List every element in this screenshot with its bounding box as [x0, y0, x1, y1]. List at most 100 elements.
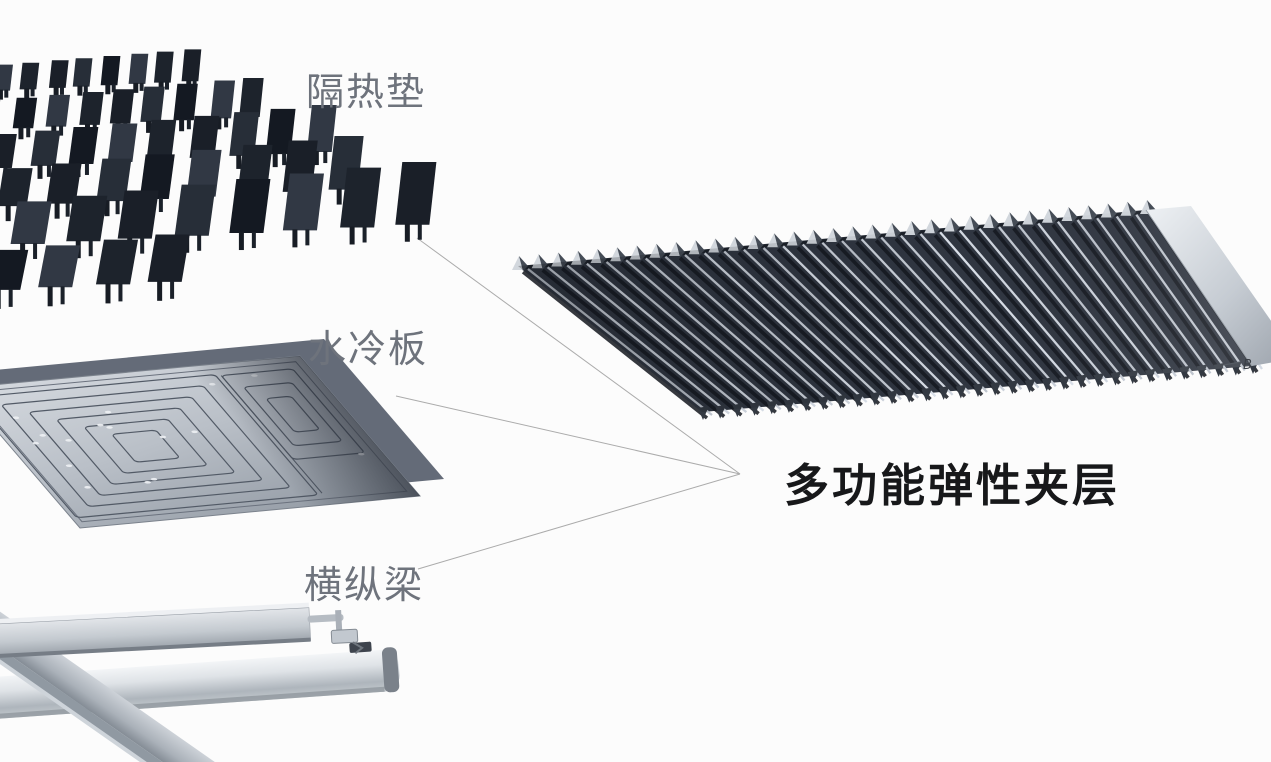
rivet-dot	[65, 439, 72, 442]
insulation-fin	[54, 202, 60, 219]
insulation-fin	[336, 188, 342, 205]
insulation-fin	[0, 89, 3, 100]
beam-bracket	[330, 628, 359, 644]
insulation-fin	[323, 151, 328, 164]
insulation-fin	[157, 280, 163, 301]
insulation-plate	[100, 55, 121, 86]
insulation-plate	[38, 245, 81, 288]
slab-side-edge	[1145, 209, 1253, 367]
insulation-plate	[140, 86, 165, 122]
insulation-fin	[59, 125, 64, 136]
insulation-fin	[179, 119, 185, 132]
insulation-fin	[158, 81, 164, 92]
rivet-dot	[97, 423, 104, 427]
insulation-fin	[8, 288, 13, 307]
beams-illustration	[0, 576, 400, 762]
label-beams: 横纵梁	[304, 563, 425, 607]
insulation-fin	[18, 127, 24, 140]
rivet-dot	[104, 410, 112, 414]
channel-loop	[84, 419, 207, 473]
insulation-fin	[236, 154, 242, 169]
elastic-interlayer-illustration	[512, 200, 1271, 420]
rivet-dot	[39, 434, 46, 437]
insulation-fin	[60, 286, 65, 305]
insulation-fin	[83, 85, 88, 94]
insulation-fin	[118, 283, 123, 302]
insulation-plate	[239, 77, 264, 117]
insulation-fin	[292, 229, 298, 248]
insulation-fin	[305, 229, 310, 246]
insulation-plate	[12, 97, 38, 129]
insulation-plate	[107, 123, 138, 163]
slab-side-face	[1146, 206, 1271, 366]
insulation-fin	[77, 85, 83, 96]
insulation-fin	[216, 117, 222, 130]
insulation-fin	[4, 89, 9, 98]
insulation-plate	[19, 62, 40, 90]
insulation-plate	[0, 249, 29, 290]
insulation-fin	[165, 81, 170, 90]
insulation-fin	[349, 226, 355, 245]
beam-top	[0, 602, 364, 659]
insulation-fin	[362, 226, 367, 243]
insulation-pad-illustration	[0, 49, 437, 309]
insulation-fin	[140, 237, 145, 254]
insulation-plate	[0, 134, 17, 169]
insulation-fin	[24, 88, 30, 99]
insulation-fin	[104, 200, 110, 217]
slab-annotation-tick	[1223, 361, 1241, 366]
beam-hook	[352, 641, 364, 655]
rivet-dot	[106, 426, 113, 429]
cooling-plate-dark-edge	[184, 355, 421, 507]
insulation-plate	[139, 154, 175, 200]
slab-shading	[518, 210, 1252, 412]
insulation-fin	[251, 232, 256, 249]
rivet-dot	[12, 416, 20, 420]
beam-top-bottomline	[0, 637, 311, 659]
channel-loop	[29, 397, 263, 496]
insulation-fin	[133, 82, 139, 93]
insulation-plate	[265, 108, 296, 155]
rivet-dot	[65, 464, 73, 468]
rivet-dot	[32, 441, 40, 445]
cooling-plate-illustration	[0, 339, 444, 528]
beam-diagonal-edge	[0, 608, 214, 762]
insulation-fin	[30, 88, 35, 97]
insulation-plate	[96, 158, 132, 202]
slab-annotation: B	[1243, 358, 1252, 373]
insulation-fin	[404, 223, 410, 242]
beam-diagonal-flange	[0, 600, 220, 762]
insulation-plate	[229, 178, 271, 234]
insulation-fin	[105, 84, 111, 95]
insulation-fin	[84, 162, 89, 175]
insulation-plate	[181, 49, 202, 82]
insulation-fin	[282, 153, 287, 166]
insulation-fin	[197, 234, 202, 251]
insulation-plate	[66, 195, 108, 242]
insulation-plate	[30, 130, 61, 166]
rivet-dot	[159, 435, 167, 439]
insulation-fin	[33, 242, 38, 259]
rivet-dot	[191, 430, 198, 434]
insulation-plate	[79, 91, 104, 125]
insulation-plate	[146, 119, 177, 161]
beam-pin	[307, 614, 344, 623]
label-insulation-pad: 隔热垫	[306, 70, 427, 114]
insulation-plate	[0, 64, 13, 91]
insulation-fin	[146, 120, 152, 133]
beam-bottom-endcap	[381, 647, 400, 693]
insulation-plate	[46, 163, 82, 204]
insulation-plate	[173, 83, 198, 121]
insulation-plate	[282, 173, 324, 231]
insulation-plate	[72, 58, 93, 87]
insulation-fin	[238, 232, 244, 251]
insulation-fin	[186, 119, 191, 130]
insulation-plate	[210, 80, 236, 119]
insulation-fin	[65, 202, 70, 217]
insulation-plate	[117, 190, 159, 239]
insulation-plate	[174, 184, 216, 236]
insulation-fin	[139, 82, 144, 91]
insulation-fin	[224, 117, 229, 128]
